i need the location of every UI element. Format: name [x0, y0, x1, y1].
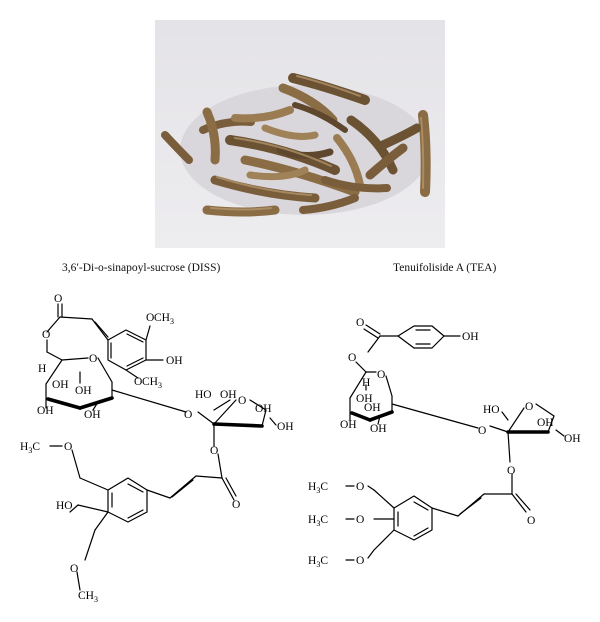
atom-label: O: [525, 401, 533, 413]
methyl-group: CH3: [78, 590, 98, 604]
atom-label: OH: [52, 379, 69, 391]
atom-label: OH: [356, 393, 373, 405]
right-structure-caption: Tenuifoliside A (TEA): [393, 262, 497, 274]
atom-label: CH3: [78, 590, 98, 604]
atom-label: H: [38, 363, 46, 375]
atom-label: H: [362, 377, 370, 389]
atom-label: OH: [564, 433, 581, 445]
atom-label: O: [210, 445, 218, 457]
atom-label: OH: [537, 417, 554, 429]
atom-label: O: [42, 329, 50, 341]
atom-label: H3C: [308, 555, 328, 569]
root-photograph: [155, 20, 445, 248]
atom-label: O: [70, 563, 78, 575]
atom-label: OH: [462, 331, 479, 343]
atom-label: OH: [220, 389, 237, 401]
atom-label: O: [232, 499, 240, 511]
atom-label: H3C: [308, 514, 328, 528]
methyl-group: CH3: [154, 312, 174, 326]
left-structure-caption: 3,6′-Di-o-sinapoyl-sucrose (DISS): [62, 262, 221, 274]
atom-label: OH: [37, 405, 54, 417]
methyl-group: CH3: [142, 376, 162, 390]
atom-label: HO: [195, 389, 212, 401]
atom-label: O: [184, 409, 192, 421]
atom-label: O: [89, 353, 97, 365]
atom-label: OH: [340, 419, 357, 431]
atom-label: O: [134, 376, 142, 388]
atom-label: CH3: [142, 376, 162, 390]
atom-label: OH: [84, 409, 101, 421]
atom-label: O: [527, 515, 535, 527]
atom-label: CH3: [154, 312, 174, 326]
atom-label: O: [356, 481, 364, 493]
atom-label: OH: [277, 421, 294, 433]
atom-label: OH: [75, 385, 92, 397]
atom-label: O: [356, 514, 364, 526]
atom-label: O: [356, 317, 364, 329]
methyl-group: H: [20, 441, 28, 453]
atom-label: HO: [483, 404, 500, 416]
atom-label: H3C: [308, 481, 328, 495]
atom-label: O: [348, 352, 356, 364]
atom-label: OH: [255, 403, 272, 415]
diss-bold-bonds: [46, 396, 264, 428]
atom-label: OH: [166, 355, 183, 367]
atom-label: HO: [56, 500, 73, 512]
atom-label: O: [478, 425, 486, 437]
tea-bold-bonds: [350, 410, 550, 434]
atom-label: O: [507, 465, 515, 477]
atom-label: O: [356, 555, 364, 567]
atom-label: O: [64, 441, 72, 453]
root-pieces: [161, 73, 431, 217]
atom-label: OH: [370, 423, 387, 435]
atom-label: O: [238, 395, 246, 407]
root-highlights: [210, 75, 425, 211]
atom-label: O: [54, 293, 62, 305]
diss-atom-labels: O O O CH3 OH O CH3 O H OH OH OH OH HO OH…: [20, 293, 294, 604]
diss-structure: [45, 303, 277, 591]
tea-structure: [345, 324, 565, 561]
atom-label: OH: [364, 402, 381, 414]
atom-label: O: [146, 312, 154, 324]
tea-atom-labels: O OH O O H OH OH OH OH O HO O OH OH O O …: [308, 317, 581, 569]
atom-label: O: [377, 369, 385, 381]
atom-label: H3C: [20, 441, 40, 455]
